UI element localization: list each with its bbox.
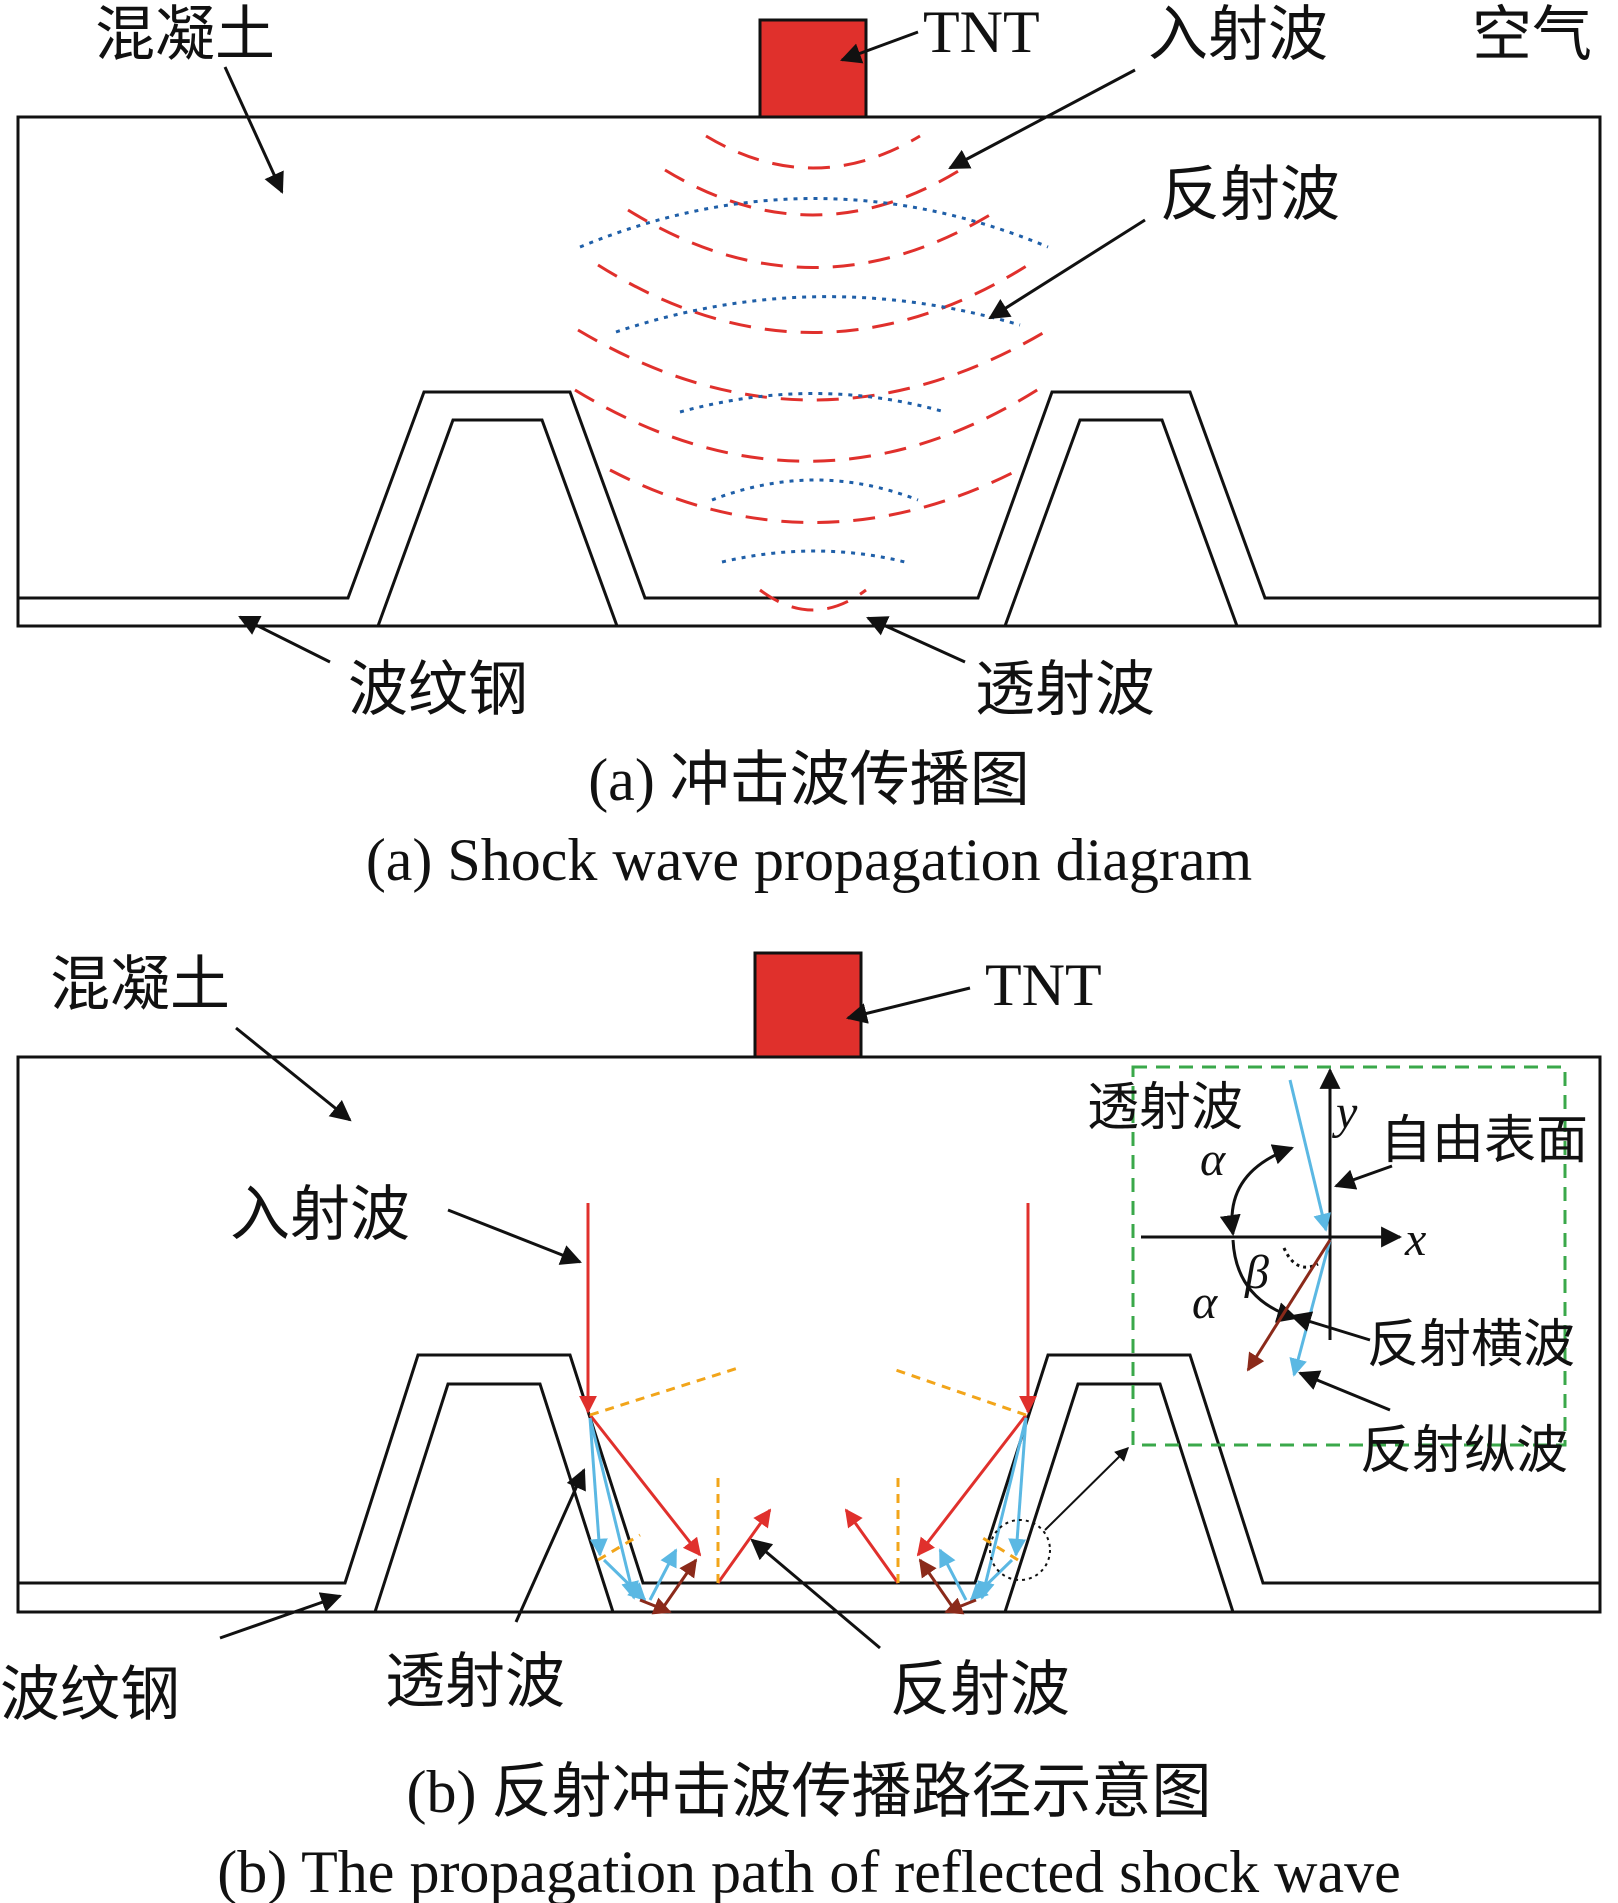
caption-cn-a: (a) 冲击波传播图 xyxy=(588,747,1030,813)
arrow-concrete-b xyxy=(235,1026,352,1122)
arrow-steel-a xyxy=(238,615,331,664)
corrugated-steel-bottom-b xyxy=(18,1382,1600,1614)
arrow-shear-b xyxy=(1289,1311,1371,1342)
label-concrete-b: 混凝土 xyxy=(50,950,230,1020)
arrow-incident-b xyxy=(447,1208,582,1265)
inset-axes-b xyxy=(1141,1067,1403,1340)
inset-label-free-surface: 自由表面 xyxy=(1380,1111,1588,1171)
arrow-reflected-a xyxy=(988,218,1146,320)
zoom-circle-b xyxy=(989,1519,1051,1581)
label-tnt-b: TNT xyxy=(985,952,1102,1018)
inset-label-longitudinal: 反射纵波 xyxy=(1360,1421,1568,1481)
label-steel-a: 波纹钢 xyxy=(348,655,528,725)
label-air-a: 空气 xyxy=(1472,0,1592,70)
inset-label-axis-x: x xyxy=(1404,1213,1426,1266)
arrow-incident-a xyxy=(948,68,1136,170)
inset-label-alpha-bottom: α xyxy=(1192,1276,1218,1329)
label-reflected-b: 反射波 xyxy=(890,1655,1070,1725)
arrow-transmitted-b xyxy=(514,1468,586,1623)
inset-label-shear: 反射横波 xyxy=(1367,1315,1575,1375)
label-tnt-a: TNT xyxy=(923,0,1040,65)
reflected-waves-a xyxy=(579,197,1049,564)
concrete-block-b xyxy=(16,1055,1602,1614)
concrete-block-a xyxy=(16,115,1602,628)
panel-b: 混凝土 TNT 入射波 波纹钢 透射波 反射波 透射波 自由表面 y x α α… xyxy=(0,950,1602,1903)
inset-label-alpha-top: α xyxy=(1200,1133,1226,1186)
transmitted-rays-b xyxy=(588,1417,1028,1602)
incident-waves-a xyxy=(574,134,1049,612)
arrow-transmitted-a xyxy=(866,616,966,664)
label-incident-b: 入射波 xyxy=(230,1180,410,1250)
corrugated-steel-top-b xyxy=(18,1353,1600,1585)
reflected-shear-rays-b xyxy=(639,1558,977,1615)
caption-en-a: (a) Shock wave propagation diagram xyxy=(366,827,1252,893)
arrow-tnt-a xyxy=(840,30,919,64)
tnt-charge-b xyxy=(753,951,863,1059)
arrow-steel-b xyxy=(219,1592,342,1640)
panel-a: 混凝土 TNT 入射波 空气 反射波 波纹钢 透射波 (a) 冲击波传播图 (a… xyxy=(16,0,1602,893)
arrow-concrete-a xyxy=(223,66,284,194)
tnt-charge-a xyxy=(758,18,868,119)
inset-label-beta: β xyxy=(1244,1246,1269,1299)
inset-label-axis-y: y xyxy=(1331,1086,1358,1139)
inset-box-b xyxy=(1131,1065,1567,1447)
corrugated-steel-top-a xyxy=(18,390,1600,600)
corrugated-steel-bottom-a xyxy=(18,418,1600,628)
arrow-reflected-b xyxy=(750,1538,881,1650)
label-steel-b: 波纹钢 xyxy=(0,1660,180,1730)
label-incident-a: 入射波 xyxy=(1148,0,1328,70)
incident-rays-b xyxy=(579,1203,1037,1584)
inset-rays-b xyxy=(1246,1079,1332,1377)
caption-cn-b: (b) 反射冲击波传播路径示意图 xyxy=(407,1759,1212,1825)
arrow-longitudinal-b xyxy=(1298,1370,1391,1412)
label-transmitted-a: 透射波 xyxy=(975,655,1155,725)
label-transmitted-b: 透射波 xyxy=(385,1647,565,1717)
label-concrete-a: 混凝土 xyxy=(95,0,275,70)
arrow-free-surface-b xyxy=(1334,1164,1393,1190)
arrow-tnt-b xyxy=(845,986,971,1024)
caption-en-b: (b) The propagation path of reflected sh… xyxy=(217,1839,1400,1903)
inset-label-transmitted: 透射波 xyxy=(1087,1078,1243,1138)
label-reflected-a: 反射波 xyxy=(1160,160,1340,230)
arrow-zoom-b xyxy=(1044,1447,1129,1531)
